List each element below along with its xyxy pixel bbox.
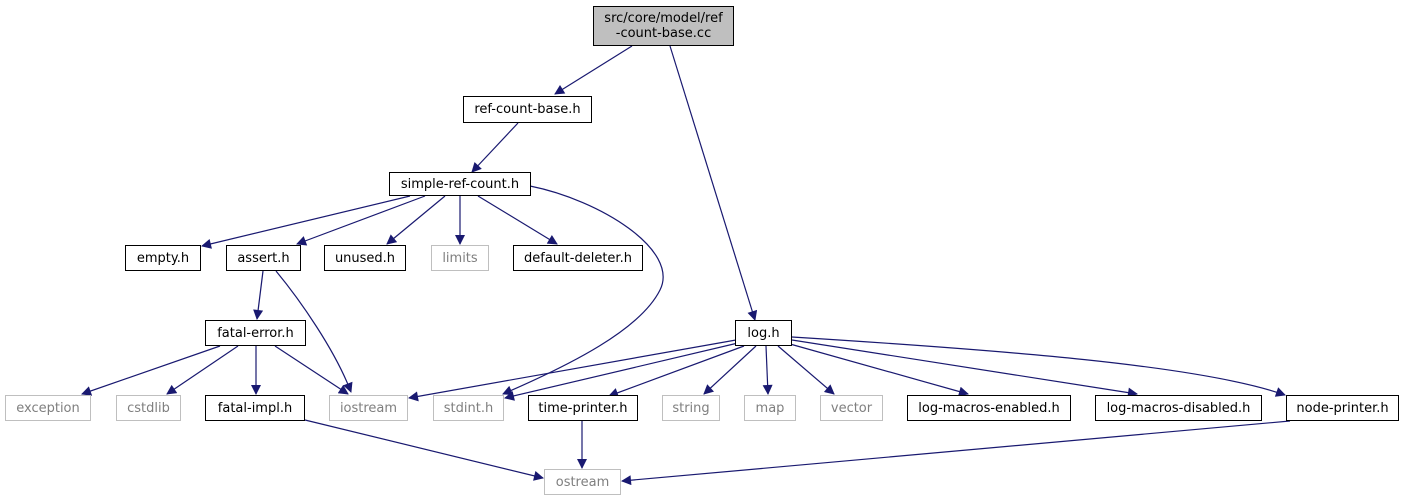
node-unused-h[interactable]: unused.h [324,245,406,271]
edge-simple-ref-count-h-to-default-deleter-h [477,195,558,245]
node-empty-h[interactable]: empty.h [125,245,201,271]
edge-simple-ref-count-h-to-unused-h [386,195,446,245]
edge-log-h-to-log-macros-disabled-h [791,339,1138,398]
node-limits[interactable]: limits [431,245,489,271]
edge-fatal-error-h-to-exception [81,345,221,396]
edge-log-h-to-string [703,345,757,395]
edge-log-h-to-node-printer-h [791,336,1286,397]
node-time-printer-h[interactable]: time-printer.h [528,395,638,421]
edge-simple-ref-count-h-to-stdint-h [502,185,664,396]
node-log-macros-disabled-h[interactable]: log-macros-disabled.h [1095,395,1262,421]
edge-root-to-ref-count-base-h [554,45,633,95]
node-exception[interactable]: exception [5,395,91,421]
edge-log-h-to-map [762,345,773,395]
node-vector[interactable]: vector [820,395,883,421]
node-map[interactable]: map [744,395,796,421]
edge-assert-h-to-fatal-error-h [253,270,264,320]
edge-assert-h-to-iostream [275,270,353,393]
node-fatal-impl-h[interactable]: fatal-impl.h [205,395,305,421]
edge-root-to-log-h [669,45,758,321]
edge-fatal-impl-h-to-ostream [304,419,544,481]
edge-fatal-error-h-to-iostream [274,345,349,395]
node-stdint-h[interactable]: stdint.h [433,395,504,421]
node-log-macros-enabled-h[interactable]: log-macros-enabled.h [907,395,1071,421]
node-ostream[interactable]: ostream [544,469,621,495]
edge-ref-count-base-h-to-simple-ref-count-h [471,122,519,173]
edge-simple-ref-count-h-to-empty-h [201,195,411,249]
node-simple-ref-count-h[interactable]: simple-ref-count.h [389,172,531,196]
edge-simple-ref-count-h-to-assert-h [296,195,426,246]
node-assert-h[interactable]: assert.h [226,245,301,271]
edge-log-h-to-vector [777,345,835,395]
node-node-printer-h[interactable]: node-printer.h [1286,395,1399,421]
edge-log-h-to-iostream [408,339,737,402]
edge-log-h-to-stdint-h [504,342,739,401]
node-root-file[interactable]: src/core/model/ref -count-base.cc [593,6,734,46]
node-fatal-error-h[interactable]: fatal-error.h [205,320,306,346]
edge-fatal-error-h-to-cstdlib [166,345,239,395]
edge-log-h-to-log-macros-enabled-h [789,343,969,397]
node-default-deleter-h[interactable]: default-deleter.h [513,245,643,271]
edge-log-h-to-time-printer-h [608,345,745,398]
node-ref-count-base-h[interactable]: ref-count-base.h [463,96,592,123]
node-cstdlib[interactable]: cstdlib [116,395,181,421]
node-iostream[interactable]: iostream [329,395,408,421]
node-log-h[interactable]: log.h [735,320,792,346]
edge-node-printer-h-to-ostream [621,420,1291,486]
node-string[interactable]: string [662,395,720,421]
